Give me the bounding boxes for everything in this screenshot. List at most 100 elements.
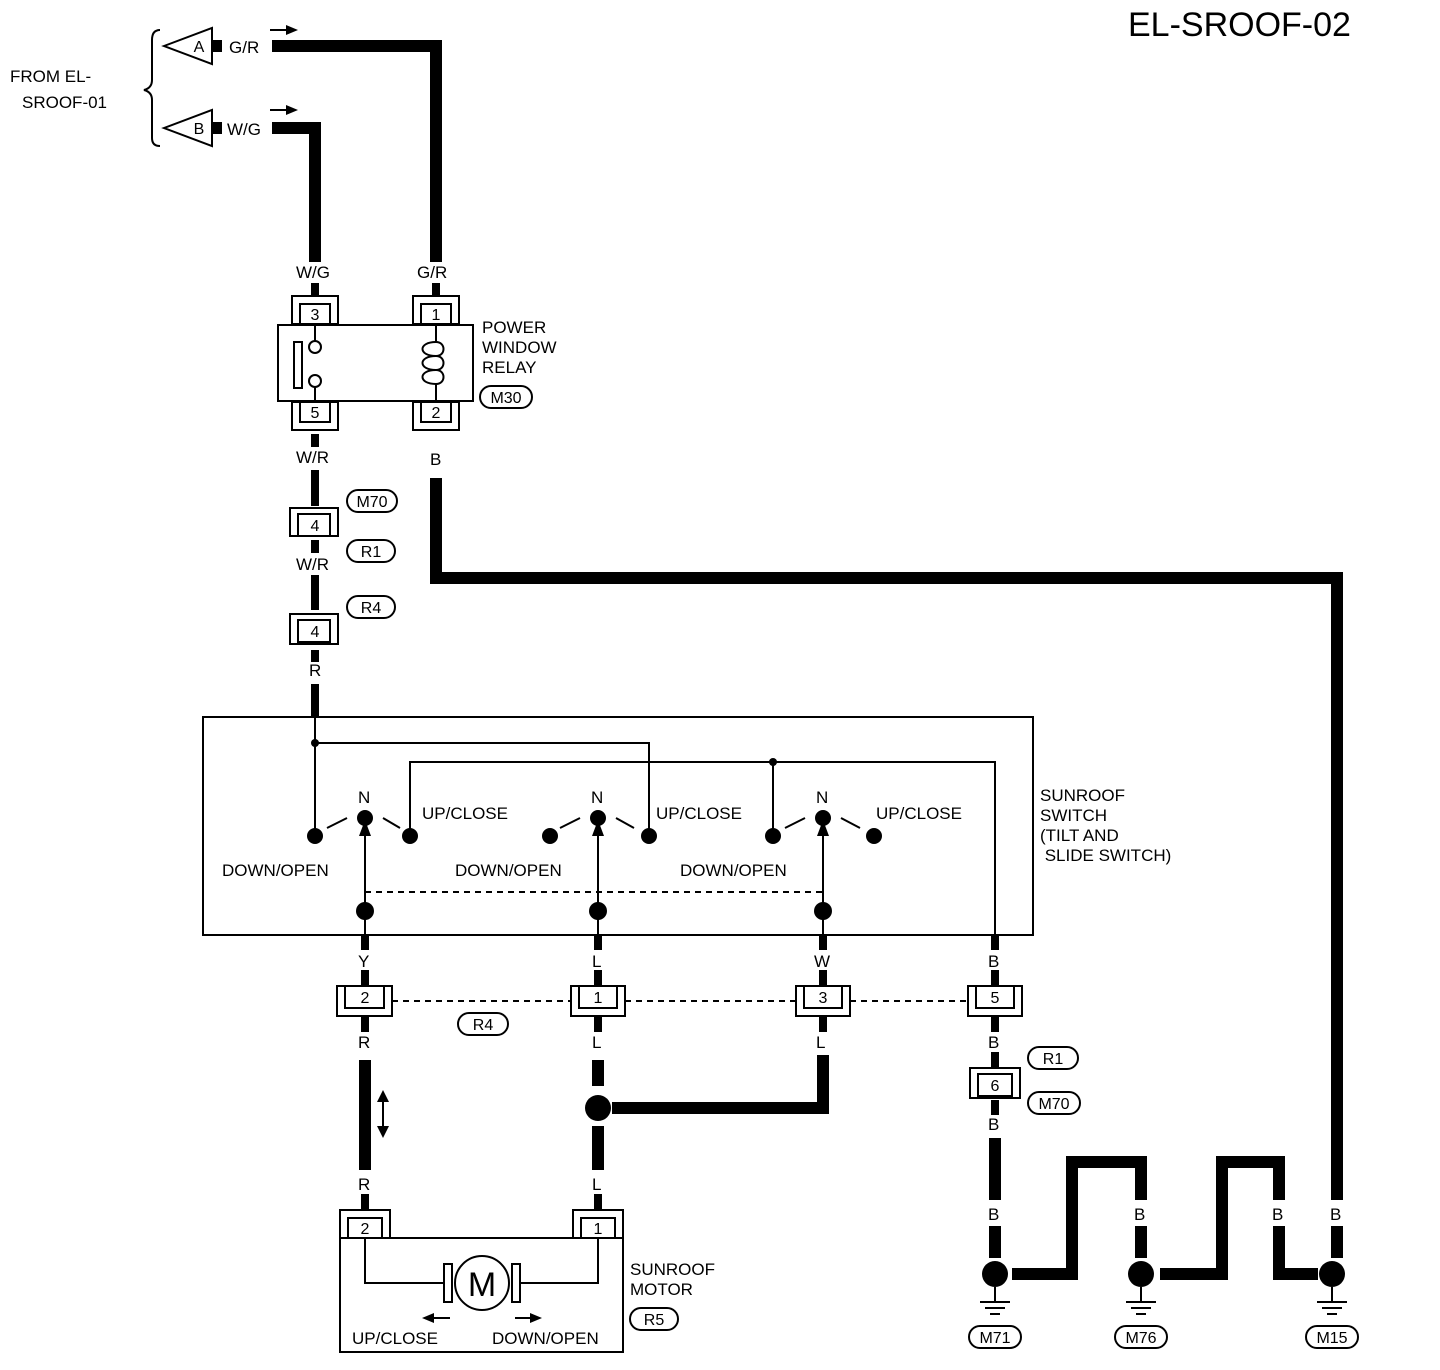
- badge-r1-upper: R1: [346, 539, 396, 563]
- motor-down-open: DOWN/OPEN: [492, 1329, 599, 1348]
- switch-label-1: SUNROOF: [1040, 786, 1125, 805]
- heavy-wires: [272, 40, 1343, 1280]
- switch-connector-3[interactable]: 3: [795, 985, 851, 1017]
- connector-a-letter: A: [194, 39, 205, 56]
- switch-pin-2: 2: [361, 990, 370, 1007]
- ground-m71: M71: [968, 1261, 1022, 1349]
- sunroof-switch[interactable]: N N N UP/CLOSE UP/CLOSE UP/CLOSE DOWN/OP…: [202, 716, 1034, 936]
- switch-label-2: SWITCH: [1040, 806, 1107, 825]
- harness-pin-4a: 4: [311, 518, 320, 535]
- relay-label-3: RELAY: [482, 358, 537, 377]
- badge-r1-lower-text: R1: [1043, 1051, 1064, 1068]
- badge-r4-upper-text: R4: [361, 600, 382, 617]
- motor-symbol: M: [468, 1266, 496, 1304]
- relay-wire-wg: W/G: [296, 263, 330, 282]
- switch-connector-5[interactable]: 5: [967, 985, 1023, 1017]
- badge-m70-upper-text: M70: [356, 494, 387, 511]
- switch-n-3: N: [816, 788, 828, 807]
- switch-wire-l: L: [592, 952, 601, 971]
- switch-wire-y: Y: [358, 952, 369, 971]
- switch-up-close-1: UP/CLOSE: [422, 804, 508, 823]
- harness-wire-l-bottom: L: [592, 1033, 601, 1052]
- relay-pin-3: 3: [311, 307, 320, 324]
- harness-pin-4b: 4: [311, 624, 320, 641]
- from-connector-a[interactable]: A G/R: [161, 25, 298, 66]
- motor-wire-l: L: [592, 1175, 601, 1194]
- badge-m70-lower-text: M70: [1038, 1096, 1069, 1113]
- badge-r5-text: R5: [644, 1312, 665, 1329]
- ground-wire-b-3: B: [1065, 1205, 1076, 1224]
- harness-connector-4b[interactable]: 4: [289, 613, 339, 645]
- switch-up-close-3: UP/CLOSE: [876, 804, 962, 823]
- wire-ground-run3: [1273, 1226, 1318, 1280]
- switch-wire-b: B: [988, 952, 999, 971]
- switch-down-open-1: DOWN/OPEN: [222, 861, 329, 880]
- motor-pin-1: 1: [594, 1221, 603, 1238]
- switch-down-open-3: DOWN/OPEN: [680, 861, 787, 880]
- ground-m76: M76: [1114, 1261, 1168, 1349]
- relay-label-1: POWER: [482, 318, 546, 337]
- switch-label-4: SLIDE SWITCH): [1040, 846, 1171, 865]
- bidirectional-arrow-icon: [377, 1090, 389, 1138]
- harness-wire-r: R: [309, 661, 321, 680]
- wire-b-relay: [430, 478, 1343, 1200]
- from-label-line1: FROM EL-: [10, 67, 91, 86]
- badge-r4-switch-text: R4: [473, 1017, 494, 1034]
- relay-pin-2: 2: [432, 405, 441, 422]
- badge-r1-upper-text: R1: [361, 544, 382, 561]
- switch-n-1: N: [358, 788, 370, 807]
- switch-pin-1: 1: [594, 990, 603, 1007]
- switch-connector-1[interactable]: 1: [570, 985, 626, 1017]
- badge-r1-lower: R1: [1027, 1046, 1079, 1070]
- switch-n-2: N: [591, 788, 603, 807]
- arrow-left-icon: [422, 1313, 450, 1323]
- switch-down-open-2: DOWN/OPEN: [455, 861, 562, 880]
- switch-wire-w: W: [814, 952, 830, 971]
- connector-a-wire: G/R: [229, 38, 259, 57]
- relay-connector-badge: M30: [479, 385, 533, 409]
- harness-wire-wr: W/R: [296, 555, 329, 574]
- ground-wire-b-4: B: [1134, 1205, 1145, 1224]
- ground-connector-6[interactable]: 6: [969, 1067, 1021, 1099]
- harness-connector-4a[interactable]: 4: [289, 507, 339, 537]
- from-connector-b[interactable]: B W/G: [161, 105, 298, 148]
- badge-m70-upper: M70: [346, 489, 398, 513]
- harness-wire-l-bottom-2: L: [816, 1033, 825, 1052]
- ground-m15: M15: [1305, 1261, 1359, 1349]
- harness-wire-r-bottom: R: [358, 1033, 370, 1052]
- connector-b-wire: W/G: [227, 120, 261, 139]
- relay-wire-b: B: [430, 450, 441, 469]
- ground-pin-6: 6: [991, 1078, 1000, 1095]
- diagram-title: EL-SROOF-02: [1128, 6, 1351, 44]
- wire-l-right: [612, 1055, 829, 1114]
- from-label: FROM EL- SROOF-01: [10, 29, 161, 147]
- ground-wire-b-6: B: [1272, 1205, 1283, 1224]
- relay-label-2: WINDOW: [482, 338, 557, 357]
- relay-wire-wr: W/R: [296, 448, 329, 467]
- motor-label-1: SUNROOF: [630, 1260, 715, 1279]
- ground-wire-b-5: B: [1215, 1205, 1226, 1224]
- ground-m15-label: M15: [1316, 1330, 1347, 1347]
- sunroof-motor[interactable]: 2 1 M UP/CLOSE DOWN/OPEN: [339, 1209, 624, 1353]
- ground-m76-label: M76: [1125, 1330, 1156, 1347]
- motor-up-close: UP/CLOSE: [352, 1329, 438, 1348]
- motor-pin-2: 2: [361, 1221, 370, 1238]
- power-window-relay[interactable]: 3 1 5 2: [277, 295, 474, 431]
- relay-pin-5: 5: [311, 405, 320, 422]
- relay-wire-gr: G/R: [417, 263, 447, 282]
- badge-r4-switch: R4: [457, 1012, 509, 1036]
- switch-label-3: (TILT AND: [1040, 826, 1119, 845]
- connector-b-letter: B: [194, 121, 205, 138]
- badge-r4-upper: R4: [346, 595, 396, 619]
- motor-wire-r: R: [358, 1175, 370, 1194]
- switch-up-close-2: UP/CLOSE: [656, 804, 742, 823]
- ground-wire-b-7: B: [1330, 1205, 1341, 1224]
- motor-label-2: MOTOR: [630, 1280, 693, 1299]
- relay-pin-1: 1: [432, 307, 441, 324]
- badge-m70-lower: M70: [1027, 1091, 1081, 1115]
- switch-connector-2[interactable]: 2: [336, 985, 393, 1017]
- ground-wire-b-1: B: [988, 1115, 999, 1134]
- relay-connector-id: M30: [490, 390, 521, 407]
- wire-ground-run: [1012, 1156, 1147, 1280]
